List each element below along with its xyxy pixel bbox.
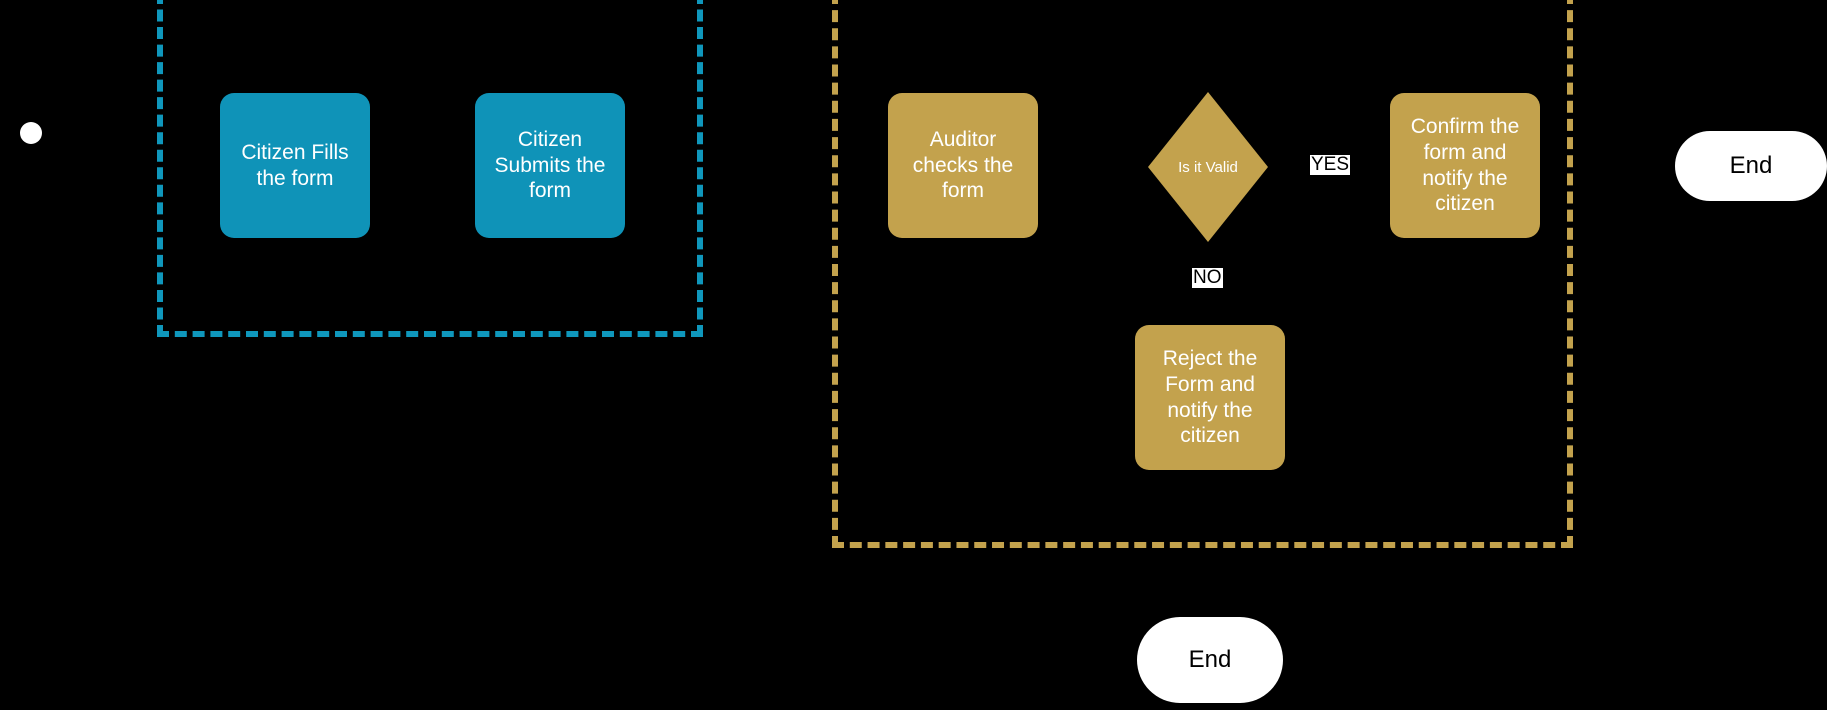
node-confirm-form-notify-citizen[interactable]: Confirm the form and notify the citizen (1390, 93, 1540, 238)
citizen-lane-container (157, 0, 703, 337)
node-end-right[interactable]: End (1675, 131, 1827, 201)
node-citizen-fills-form[interactable]: Citizen Fills the form (220, 93, 370, 238)
edge-label-yes: YES (1310, 154, 1351, 175)
edge-label-no: NO (1192, 267, 1223, 288)
node-citizen-submits-form[interactable]: Citizen Submits the form (475, 93, 625, 238)
decision-label: Is it Valid (1178, 158, 1238, 176)
node-end-bottom[interactable]: End (1137, 617, 1283, 703)
auditor-lane-container (832, 0, 1573, 548)
node-reject-form-notify-citizen[interactable]: Reject the Form and notify the citizen (1135, 325, 1285, 470)
node-auditor-checks-form[interactable]: Auditor checks the form (888, 93, 1038, 238)
node-is-it-valid-decision[interactable]: Is it Valid (1148, 92, 1268, 242)
start-node[interactable] (20, 122, 42, 144)
